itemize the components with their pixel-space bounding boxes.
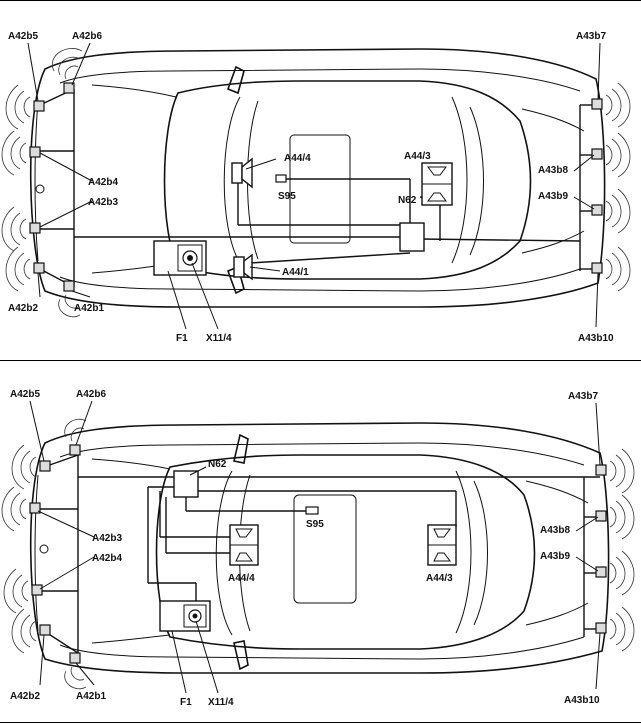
label-a42b6: A42b6	[76, 389, 106, 400]
label-x11-4: X11/4	[206, 333, 232, 344]
top-diagram-panel: A42b5 A42b6 A42b4 A42b3 A42b2 A42b1 A43b…	[0, 0, 641, 361]
label-a42b1: A42b1	[74, 303, 104, 314]
wiring-harness	[36, 454, 600, 663]
a44-3-speaker-icon	[427, 524, 457, 566]
top-car-diagram: A42b5 A42b6 A42b4 A42b3 A42b2 A42b1 A43b…	[1, 31, 631, 344]
n62-control-unit	[173, 470, 199, 498]
wiring-harness	[36, 88, 596, 288]
s95-switch	[305, 506, 319, 515]
label-a43b8: A43b8	[540, 525, 570, 536]
rear-parking-sensors	[595, 464, 607, 634]
label-a42b2: A42b2	[8, 303, 38, 314]
label-a44-3: A44/3	[404, 151, 431, 162]
f1-fuse-box	[159, 600, 211, 632]
label-a43b10: A43b10	[564, 695, 600, 706]
label-a43b8: A43b8	[538, 165, 568, 176]
label-n62: N62	[208, 459, 227, 470]
s95-switch	[275, 174, 287, 183]
label-a43b9: A43b9	[538, 191, 568, 202]
label-n62: N62	[398, 195, 417, 206]
label-a42b1: A42b1	[76, 691, 106, 702]
rear-parking-sensors	[591, 98, 603, 274]
f1-fuse-box	[153, 240, 207, 276]
front-parking-sensors	[29, 82, 75, 292]
label-leader-lines	[29, 400, 601, 694]
label-a42b4: A42b4	[92, 553, 122, 564]
a44-3-speaker-icon	[421, 162, 453, 206]
label-f1: F1	[176, 333, 188, 344]
sensor-signal-waves	[1, 418, 635, 690]
car-body-outline	[29, 422, 610, 674]
label-a42b5: A42b5	[8, 31, 38, 42]
a44-1-speaker-icon	[233, 253, 253, 281]
label-leader-lines	[27, 42, 601, 330]
label-f1: F1	[180, 697, 192, 708]
label-a44-4: A44/4	[284, 153, 311, 164]
bottom-diagram-panel: A42b5 A42b6 A42b3 A42b4 A42b2 A42b1 A43b…	[0, 363, 641, 723]
label-x11-4: X11/4	[208, 697, 234, 708]
label-a42b4: A42b4	[88, 177, 118, 188]
label-a43b10: A43b10	[578, 333, 614, 344]
label-a44-3: A44/3	[426, 573, 453, 584]
a44-4-speaker-icon	[231, 157, 253, 189]
label-a43b9: A43b9	[540, 551, 570, 562]
bottom-car-diagram: A42b5 A42b6 A42b3 A42b4 A42b2 A42b1 A43b…	[1, 389, 635, 708]
label-a43b7: A43b7	[576, 31, 606, 42]
n62-control-unit	[399, 222, 425, 252]
a44-4-speaker-icon	[229, 524, 259, 566]
label-a42b5: A42b5	[10, 389, 40, 400]
label-a42b3: A42b3	[88, 197, 118, 208]
label-a42b2: A42b2	[10, 691, 40, 702]
label-s95: S95	[278, 191, 296, 202]
label-a44-1: A44/1	[282, 267, 309, 278]
label-s95: S95	[306, 519, 324, 530]
label-a43b7: A43b7	[568, 391, 598, 402]
label-a44-4: A44/4	[228, 573, 255, 584]
sensor-signal-waves	[1, 48, 631, 318]
front-parking-sensors	[29, 444, 81, 664]
label-a42b3: A42b3	[92, 533, 122, 544]
label-a42b6: A42b6	[72, 31, 102, 42]
